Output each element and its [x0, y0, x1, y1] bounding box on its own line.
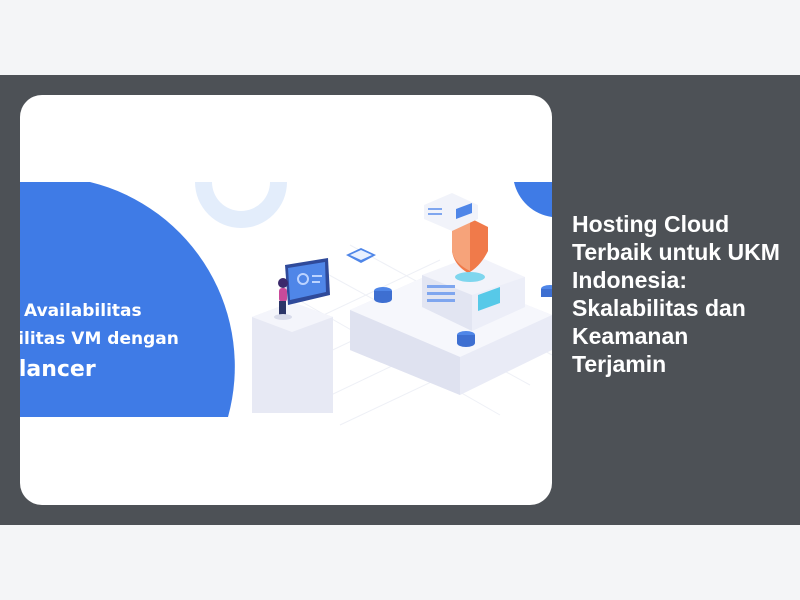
illustration: [20, 182, 552, 426]
banner-shape: [20, 182, 235, 417]
server-icon: [422, 255, 525, 331]
monitor-icon: [285, 258, 330, 305]
person-icon: [274, 278, 292, 320]
chip-icon: [346, 248, 376, 263]
corner-shape: [514, 182, 552, 217]
database-icon: [374, 285, 552, 347]
server-rack: [424, 193, 478, 231]
article-headline[interactable]: Hosting Cloud Terbaik untuk UKM Indonesi…: [572, 211, 780, 377]
banner-line-2: bilitas VM dengan: [20, 329, 179, 349]
featured-image[interactable]: n Availabilitas bilitas VM dengan alance…: [20, 95, 552, 505]
banner-line-3: alancer: [20, 357, 96, 382]
shield-icon: [452, 219, 488, 282]
pedestal: [252, 302, 333, 413]
banner-line-1: n Availabilitas: [20, 301, 142, 321]
arc-decoration: [195, 182, 287, 228]
